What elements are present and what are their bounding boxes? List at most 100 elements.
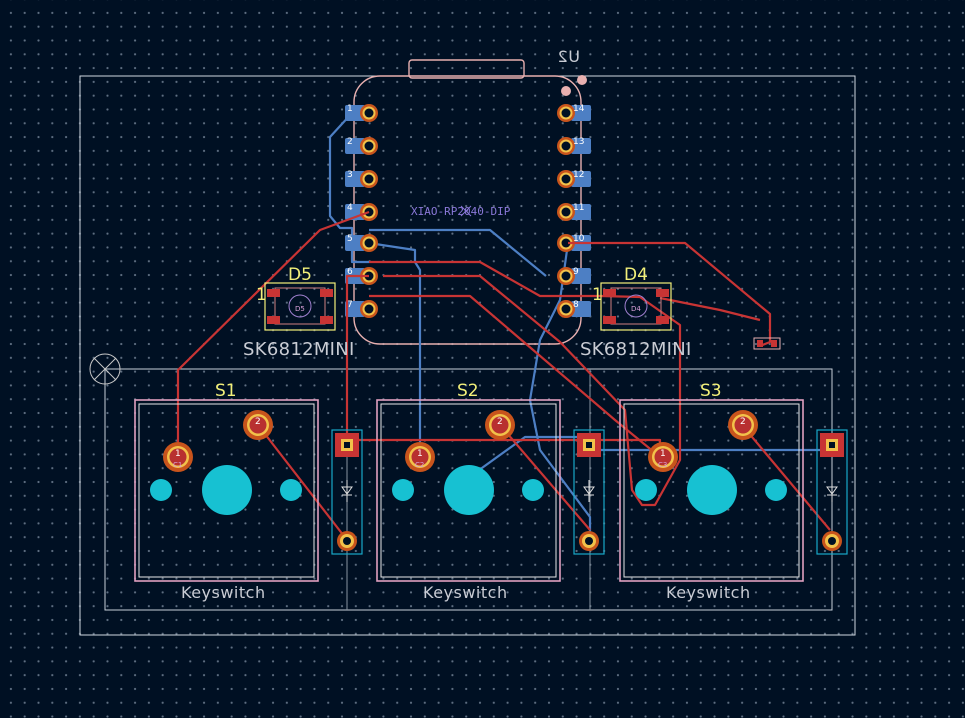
peg-hole — [522, 479, 544, 501]
mcu-pad[interactable]: 3 — [345, 170, 378, 188]
mcu-pad[interactable]: 2 — [345, 137, 378, 155]
mcu-pad[interactable]: 11 — [557, 203, 591, 221]
switch-courtyard — [138, 403, 315, 578]
peg-hole — [280, 479, 302, 501]
mcu-pins-right: 14 13 12 11 10 9 8 — [557, 104, 591, 318]
led-fab-label: D5 — [295, 305, 305, 313]
led-lens — [624, 294, 648, 318]
switch-outline — [376, 399, 561, 582]
diode[interactable] — [573, 429, 605, 555]
led-body — [274, 287, 326, 325]
switch-pad-number: 1 — [175, 449, 181, 459]
switch-pad-number: 2 — [497, 417, 503, 427]
mcu-pad-label: 4 — [347, 203, 353, 213]
mcu-ref: U2 — [557, 47, 580, 66]
switch-value: Keyswitch — [423, 583, 508, 602]
led-value: SK6812MINI — [580, 339, 692, 360]
led-d4[interactable]: D4 1 D4 SK6812MINI — [580, 265, 692, 360]
mcu-pad-label: 11 — [573, 203, 584, 213]
mcu-pad[interactable]: 7 — [345, 300, 378, 318]
diode-icon — [583, 480, 595, 502]
peg-hole — [150, 479, 172, 501]
diode-courtyard — [816, 429, 848, 555]
switch-pad-fab: C3 — [658, 461, 667, 469]
mcu-footprint[interactable]: U2 XIAO-RP2040-DIP — [353, 47, 587, 345]
center-hole — [202, 465, 252, 515]
switch-pad[interactable]: 2 — [243, 410, 273, 440]
mcu-pad[interactable]: 14 — [557, 104, 591, 122]
switch-group: 1C12S1Keyswitch1C22S2Keyswitch1C32S3Keys… — [134, 381, 848, 602]
diode[interactable] — [816, 429, 848, 555]
switch-pad[interactable]: 2 — [728, 410, 758, 440]
switch-courtyard — [623, 403, 800, 578]
mcu-pad-label: 14 — [573, 104, 585, 114]
switch-pad[interactable]: 1C3 — [648, 442, 678, 472]
diode[interactable] — [331, 429, 363, 555]
led-courtyard — [264, 282, 336, 331]
diode-courtyard — [573, 429, 605, 555]
center-hole — [687, 465, 737, 515]
peg-hole — [765, 479, 787, 501]
mcu-pad-label: 10 — [573, 234, 585, 244]
led-lens — [288, 294, 312, 318]
mcu-pad[interactable]: 9 — [557, 267, 591, 285]
led-body — [610, 287, 662, 325]
led-d5[interactable]: D5 1 D5 SK6812MINI — [243, 265, 355, 360]
led-pin1-label: 1 — [592, 285, 603, 305]
led-value: SK6812MINI — [243, 339, 355, 360]
mcu-pad-label: 8 — [573, 300, 579, 310]
switch-value: Keyswitch — [666, 583, 751, 602]
mcu-pad[interactable]: 1 — [345, 104, 378, 122]
led-courtyard — [600, 282, 672, 331]
diode-icon — [826, 480, 838, 502]
mcu-pad-label: 6 — [347, 267, 353, 277]
diode-courtyard — [331, 429, 363, 555]
switch-pad[interactable]: 2 — [485, 410, 515, 440]
mcu-pad[interactable]: 8 — [557, 300, 591, 318]
mcu-pad-label: 3 — [347, 170, 353, 180]
switch-ref: S3 — [700, 381, 722, 401]
mcu-pad[interactable]: 4 — [345, 203, 378, 221]
led-ref: D4 — [624, 265, 648, 285]
smd-component[interactable] — [753, 337, 781, 350]
mcu-pin1-dot — [577, 75, 587, 85]
center-hole — [444, 465, 494, 515]
mcu-pad-label: 1 — [347, 104, 353, 114]
peg-hole — [635, 479, 657, 501]
led-pin1-label: 1 — [256, 285, 267, 305]
mcu-pad-label: 13 — [573, 137, 584, 147]
mcu-pad-label: 12 — [573, 170, 584, 180]
switch-pad-number: 2 — [740, 417, 746, 427]
peg-hole — [392, 479, 414, 501]
origin-marker-icon — [89, 353, 121, 385]
mcu-pin1-dot — [561, 86, 571, 96]
switch-outline — [619, 399, 804, 582]
switch-pad-number: 1 — [417, 449, 423, 459]
mcu-pad[interactable]: 13 — [557, 137, 591, 155]
diode-icon — [341, 480, 353, 502]
switch-ref: S2 — [457, 381, 479, 401]
led-fab-label: D4 — [631, 305, 641, 313]
switch-courtyard — [380, 403, 557, 578]
front-copper-traces — [176, 210, 831, 541]
mcu-center-cross — [460, 205, 472, 217]
mcu-pad[interactable]: 12 — [557, 170, 591, 188]
switch-pad[interactable]: 1C1 — [163, 442, 193, 472]
mcu-pad-label: 9 — [573, 267, 579, 277]
mcu-usb-outline — [408, 59, 525, 79]
switch-pad-number: 1 — [660, 449, 666, 459]
switch-value: Keyswitch — [181, 583, 266, 602]
mcu-pad-label: 2 — [347, 137, 353, 147]
mcu-value: XIAO-RP2040-DIP — [411, 205, 511, 218]
switch-pad-number: 2 — [255, 417, 261, 427]
mcu-pins-left: 1 2 3 4 5 6 7 — [345, 104, 378, 318]
switch-pad[interactable]: 1C2 — [405, 442, 435, 472]
mcu-pad-label: 5 — [347, 234, 353, 244]
mcu-pad[interactable]: 5 — [345, 234, 378, 252]
switch-pad-fab: C2 — [415, 461, 424, 469]
board-outline — [79, 75, 856, 636]
